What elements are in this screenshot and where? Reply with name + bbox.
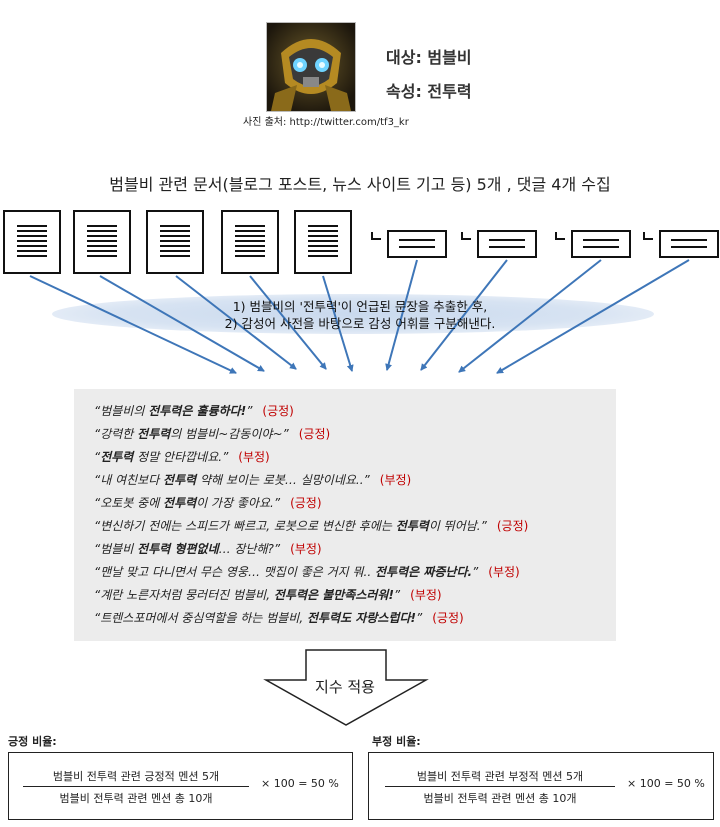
document-icon	[294, 210, 352, 274]
sentiment-tag: (긍정)	[298, 427, 331, 441]
quote-text: “계란 노른자처럼 뭉러터진 범블비,	[94, 588, 274, 602]
fraction-line	[385, 786, 615, 787]
quote-text: “범블비	[94, 542, 138, 556]
flow-arrow	[420, 259, 508, 371]
document-icon	[73, 210, 131, 274]
sentiment-tag: (부정)	[410, 588, 442, 602]
fraction-line	[23, 786, 249, 787]
quote-text: ”	[472, 565, 479, 579]
quote-keyword: 전투력도 자랑스럽다!	[306, 611, 416, 625]
positive-ratio-box: 범블비 전투력 관련 긍정적 멘션 5개 범블비 전투력 관련 멘션 총 10개…	[8, 752, 353, 820]
quote-text: 이 뛰어남.”	[428, 519, 487, 533]
quote-keyword: 전투력은 짜증난다.	[374, 565, 473, 579]
apply-index-label: 지수 적용	[315, 678, 375, 696]
sentiment-tag: (부정)	[488, 565, 520, 579]
quote-text: “내 여친보다	[94, 473, 164, 487]
negative-result: × 100 = 50 %	[627, 777, 705, 790]
positive-numerator: 범블비 전투력 관련 긍정적 멘션 5개	[52, 770, 220, 783]
sentiment-tag: (긍정)	[432, 611, 464, 625]
instruction-step-2: 2) 감성어 사전을 바탕으로 감성 어휘를 구분해낸다.	[224, 316, 496, 331]
quote-text: “변신하기 전에는 스피드가 빠르고, 로봇으로 변신한 후에는	[94, 519, 396, 533]
quote-text: “강력한	[94, 427, 138, 441]
positive-denominator: 범블비 전투력 관련 멘션 총 10개	[59, 792, 213, 805]
photo-credit: 사진 출처: http://twitter.com/tf3_kr	[243, 117, 409, 128]
target-label: 대상: 범블비	[386, 48, 472, 67]
process-ellipse	[52, 294, 654, 334]
quote-text: 이 가장 좋아요.”	[196, 496, 281, 510]
negative-ratio-label: 부정 비율:	[372, 735, 421, 748]
quote-text: 정말 안타깝네요.”	[133, 450, 229, 464]
sentiment-tag: (긍정)	[262, 404, 294, 418]
document-icon	[3, 210, 61, 274]
reply-hook-icon	[643, 232, 653, 240]
quote-keyword: 전투력 형편없네	[137, 542, 219, 556]
flow-arrow	[175, 275, 297, 370]
comment-icon	[571, 230, 631, 258]
quote-keyword: 전투력	[137, 427, 171, 441]
reply-hook-icon	[371, 232, 381, 240]
negative-numerator: 범블비 전투력 관련 부정적 멘션 5개	[416, 770, 584, 783]
flow-arrow	[249, 275, 327, 370]
quote-keyword: 전투력	[100, 450, 134, 464]
flow-arrow	[99, 275, 265, 372]
quote-line: “변신하기 전에는 스피드가 빠르고, 로봇으로 변신한 후에는 전투력이 뛰어…	[94, 517, 528, 534]
quote-text: “오토봇 중에	[94, 496, 164, 510]
positive-ratio-label: 긍정 비율:	[8, 735, 57, 748]
positive-result: × 100 = 50 %	[261, 777, 339, 790]
sentiment-tag: (긍정)	[290, 496, 322, 510]
quote-text: “범블비의	[94, 404, 149, 418]
quote-keyword: 전투력은 불만족스러워!	[273, 588, 394, 602]
flow-arrow	[385, 259, 418, 371]
flow-arrow	[496, 259, 690, 374]
quote-keyword: 전투력은 훌륭하다!	[148, 404, 247, 418]
reply-hook-icon	[555, 232, 565, 240]
quote-line: “트렌스포머에서 중심역할을 하는 범블비, 전투력도 자랑스럽다!” (긍정)	[94, 609, 464, 626]
sentiment-tag: (긍정)	[496, 519, 529, 533]
flow-arrows	[29, 259, 690, 374]
sentiment-tag: (부정)	[290, 542, 322, 556]
flow-arrow	[322, 275, 354, 372]
quote-line: “계란 노른자처럼 뭉러터진 범블비, 전투력은 불만족스러워!” (부정)	[94, 586, 442, 603]
quote-line: “범블비 전투력 형편없네… 장난해?” (부정)	[94, 540, 322, 557]
quote-keyword: 전투력	[163, 496, 197, 510]
quote-text: “트렌스포머에서 중심역할을 하는 범블비,	[94, 611, 307, 625]
quote-line: “전투력 정말 안타깝네요.” (부정)	[94, 448, 270, 465]
reply-hook-icon	[461, 232, 471, 240]
collection-title: 범블비 관련 문서(블로그 포스트, 뉴스 사이트 기고 등) 5개 , 댓글 …	[109, 175, 611, 194]
quote-text: ”	[393, 588, 401, 602]
flow-arrow	[29, 275, 237, 374]
flow-arrow	[458, 259, 602, 373]
quote-keyword: 전투력	[395, 519, 429, 533]
quote-text: ”	[246, 404, 253, 418]
comment-icon	[659, 230, 719, 258]
sentiment-tag: (부정)	[238, 450, 270, 464]
negative-ratio-box: 범블비 전투력 관련 부정적 멘션 5개 범블비 전투력 관련 멘션 총 10개…	[368, 752, 714, 820]
sentiment-tag: (부정)	[379, 473, 412, 487]
quote-text: 약해 보이는 로봇… 실망이네요..”	[196, 473, 370, 487]
comment-icon	[387, 230, 447, 258]
quote-box	[74, 389, 616, 641]
quote-line: “오토봇 중에 전투력이 가장 좋아요.” (긍정)	[94, 494, 322, 511]
down-arrow-icon	[263, 649, 429, 726]
document-icon	[221, 210, 279, 274]
negative-denominator: 범블비 전투력 관련 멘션 총 10개	[423, 792, 577, 805]
quote-text: … 장난해?”	[218, 542, 281, 556]
quote-line: “맨날 맞고 다니면서 무슨 영웅… 맷집이 좋은 거지 뭐.. 전투력은 짜증…	[94, 563, 520, 580]
bumblebee-photo	[266, 22, 356, 112]
attribute-label: 속성: 전투력	[386, 82, 472, 101]
quote-text: ”	[416, 611, 423, 625]
quote-text: 의 범블비~감동이야~”	[170, 427, 289, 441]
quote-line: “강력한 전투력의 범블비~감동이야~” (긍정)	[94, 425, 330, 442]
quote-text: “	[94, 450, 101, 464]
quote-keyword: 전투력	[163, 473, 197, 487]
quote-line: “범블비의 전투력은 훌륭하다!” (긍정)	[94, 402, 294, 419]
quote-text: “맨날 맞고 다니면서 무슨 영웅… 맷집이 좋은 거지 뭐..	[94, 565, 375, 579]
comment-icon	[477, 230, 537, 258]
document-icon	[146, 210, 204, 274]
quote-line: “내 여친보다 전투력 약해 보이는 로봇… 실망이네요..” (부정)	[94, 471, 411, 488]
instruction-step-1: 1) 범블비의 '전투력'이 언급된 문장을 추출한 후,	[232, 299, 488, 314]
